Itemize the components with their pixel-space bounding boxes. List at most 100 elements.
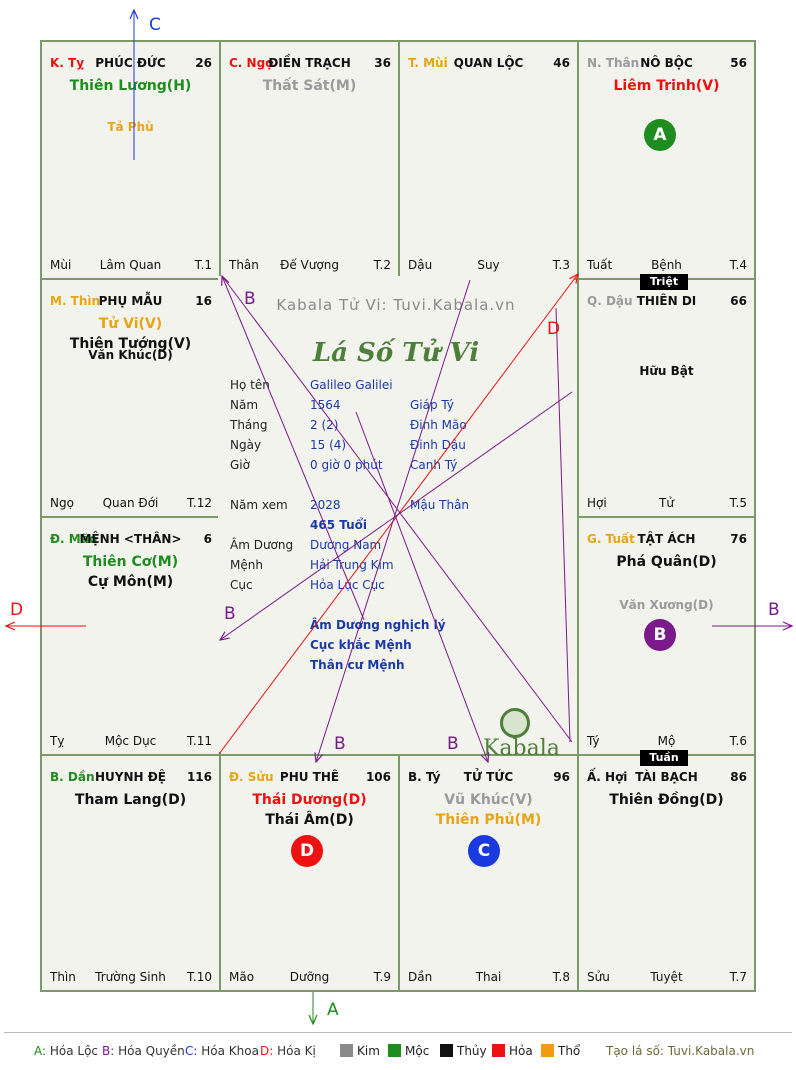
legend-value: Thổ <box>558 1044 581 1058</box>
center-note: Cục khắc Mệnh <box>310 638 412 652</box>
life-stage-label: Đế Vượng <box>280 258 339 272</box>
info-value: Galileo Galilei <box>310 378 393 392</box>
element-color-swatch <box>340 1044 353 1057</box>
tuan-tag: Tuần <box>640 750 688 766</box>
palace-name: PHỤ MẪU <box>98 294 163 308</box>
site-credit: Tạo lá số: Tuvi.Kabala.vn <box>606 1044 755 1058</box>
palace-age: 96 <box>553 770 570 784</box>
info-value: 2 (2) <box>310 418 339 432</box>
palace-age: 76 <box>730 532 747 546</box>
cell-number: T.5 <box>729 496 747 510</box>
palace-name: THIÊN DI <box>636 294 697 308</box>
branch-label: Ngọ <box>50 496 74 510</box>
palace-can: N. Thân <box>587 56 640 70</box>
legend-value: Hóa Quyền <box>118 1044 185 1058</box>
age-text: 465 Tuổi <box>310 518 367 532</box>
info-value: Hỏa Lục Cục <box>310 578 385 592</box>
element-color-swatch <box>440 1044 453 1057</box>
legend-divider <box>4 1032 792 1033</box>
life-stage-label: Lâm Quan <box>99 258 162 272</box>
minor-star: Văn Xương(D) <box>619 598 714 612</box>
info-label: Âm Dương <box>230 538 294 552</box>
legend-value: Kim <box>357 1044 380 1058</box>
element-color-swatch <box>388 1044 401 1057</box>
arrow-label-c: C <box>149 15 161 35</box>
palace-age: 36 <box>374 56 391 70</box>
center-note: Âm Dương nghịch lý <box>310 618 446 632</box>
major-star: Vũ Khúc(V) <box>444 792 533 808</box>
info-value: 1564 <box>310 398 341 412</box>
legend-value: Hóa Lộc <box>49 1044 99 1058</box>
branch-label: Mão <box>229 970 255 984</box>
major-star: Cự Môn(M) <box>87 574 174 590</box>
watermark-text: Kabala Tử Vi: Tuvi.Kabala.vn <box>276 296 516 314</box>
major-star: Thiên Phủ(M) <box>435 812 542 828</box>
info-label: Năm <box>230 398 259 412</box>
cell-number: T.12 <box>187 496 212 510</box>
palace-can: K. Tỵ <box>50 56 85 70</box>
hoa-loc-badge: A <box>644 119 676 151</box>
palace-can: M. Thìn <box>50 294 101 308</box>
palace-can: B. Dần <box>50 770 95 784</box>
legend-value: Hóa Khoa <box>201 1044 259 1058</box>
legend-hoa-item: D: Hóa Kị <box>260 1044 316 1058</box>
palace-name: TỬ TỨC <box>463 770 514 784</box>
info-label: Mệnh <box>230 558 263 572</box>
legend-value: Thủy <box>457 1044 487 1058</box>
branch-label: Thân <box>229 258 259 272</box>
branch-label: Dậu <box>408 258 433 272</box>
major-star: Tử Vi(V) <box>98 316 163 332</box>
legend-element-item: Kim <box>340 1044 380 1058</box>
info-label: Giờ <box>230 458 250 472</box>
palace-name: ĐIỀN TRẠCH <box>268 56 351 70</box>
branch-label: Tuất <box>587 258 613 272</box>
cell-number: T.8 <box>552 970 570 984</box>
palace-can: T. Mùi <box>408 56 448 70</box>
palace-age: 56 <box>730 56 747 70</box>
palace-age: 6 <box>203 532 212 546</box>
info-value: Dương Nam <box>310 538 382 552</box>
hoa-ki-badge: D <box>291 835 323 867</box>
palace-can: B. Tý <box>408 770 441 784</box>
info-can-chi: Mậu Thân <box>410 498 470 512</box>
major-star: Thái Dương(D) <box>252 792 367 808</box>
cell-number: T.7 <box>729 970 747 984</box>
minor-star: Hữu Bật <box>639 364 694 378</box>
info-value: 15 (4) <box>310 438 347 452</box>
legend-value: Mộc <box>405 1044 430 1058</box>
palace-can: Đ. Mão <box>50 532 98 546</box>
cell-number: T.2 <box>373 258 391 272</box>
major-star: Phá Quân(D) <box>616 554 717 570</box>
major-star: Liêm Trinh(V) <box>613 78 720 94</box>
hoa-khoa-badge: C <box>468 835 500 867</box>
palace-age: 16 <box>195 294 212 308</box>
branch-label: Hợi <box>587 496 607 510</box>
cell-number: T.1 <box>194 258 212 272</box>
palace-can: G. Tuất <box>587 532 635 546</box>
palace-name: HUYNH ĐỆ <box>95 770 166 784</box>
info-row: Họ tên Galileo Galilei <box>230 378 560 394</box>
info-label: Họ tên <box>230 378 270 392</box>
major-star: Thiên Tướng(V) <box>69 336 192 352</box>
arrow-label-a: A <box>327 1000 339 1020</box>
major-star: Tham Lang(D) <box>74 792 187 808</box>
major-star: Thiên Lương(H) <box>69 78 192 94</box>
cell-number: T.3 <box>552 258 570 272</box>
legend-hoa-item: C: Hóa Khoa <box>185 1044 259 1058</box>
